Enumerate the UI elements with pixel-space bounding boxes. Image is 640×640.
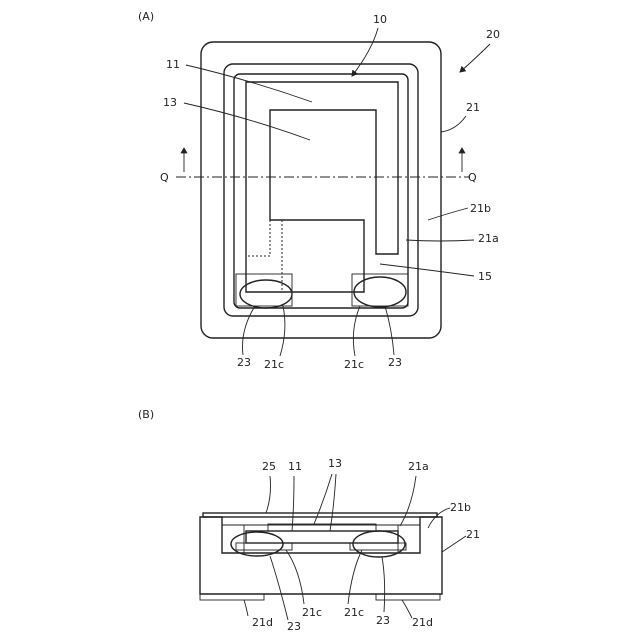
cavity-step-21a [244,525,398,553]
panel-a-label: (A) [138,10,154,23]
label-q-left: Q [160,171,169,184]
cavity-21a-outline [234,74,408,308]
label-21a: 21a [478,232,499,245]
label-q-right: Q [468,171,477,184]
leader-21 [441,116,466,132]
label-13-b: 13 [328,457,342,470]
label-21-b: 21 [466,528,480,541]
panel-b: (B) 25 11 13 21a 21b 21 [138,408,480,633]
terminal-21d-right [376,594,440,600]
leader-21c-left-b [286,550,304,604]
label-21d-right: 21d [412,616,433,629]
lid-25 [203,513,437,517]
adhesive-23-left [240,280,292,308]
label-21a-b: 21a [408,460,429,473]
terminal-21d-left [200,594,264,600]
label-11: 11 [166,58,180,71]
package-21-section [200,517,442,594]
leader-23-right-b [382,557,385,612]
leader-13-b-2 [330,474,336,531]
label-25: 25 [262,460,276,473]
label-21c-right: 21c [344,358,364,371]
leader-21-b [442,536,466,552]
label-20: 20 [486,28,500,41]
leader-21a-b [400,476,416,526]
label-21b: 21b [470,202,491,215]
leader-23-left [243,306,256,355]
leader-23-left-b [270,556,288,620]
label-23-right-b: 23 [376,614,390,627]
package-21-outline [201,42,441,338]
leader-10 [352,28,378,76]
panel-b-label: (B) [138,408,154,421]
label-21: 21 [466,101,480,114]
panel-a: (A) Q Q 10 20 11 13 [138,10,500,371]
leader-21c-right [353,306,360,356]
label-15: 15 [478,270,492,283]
label-11-b: 11 [288,460,302,473]
label-13: 13 [163,96,177,109]
leader-20 [460,44,490,72]
element-11-outline [246,82,398,292]
label-23-left: 23 [237,356,251,369]
leader-21b-b [428,508,450,528]
leader-21c-left [280,306,285,356]
label-21b-b: 21b [450,501,471,514]
leader-21d-right [402,600,412,618]
label-10: 10 [373,13,387,26]
label-21c-right-b: 21c [344,606,364,619]
leader-25 [266,476,271,513]
label-21c-left-b: 21c [302,606,322,619]
leader-13 [184,103,310,140]
leader-11 [186,65,312,102]
leader-21c-right-b [348,550,362,604]
leader-21d-left [244,600,248,616]
label-23-left-b: 23 [287,620,301,633]
label-23-right: 23 [388,356,402,369]
label-21c-left: 21c [264,358,284,371]
leader-21b [428,208,468,220]
label-21d-left: 21d [252,616,273,629]
leader-23-right [385,306,394,355]
leader-11-b [292,476,294,531]
leader-21a [406,240,474,241]
